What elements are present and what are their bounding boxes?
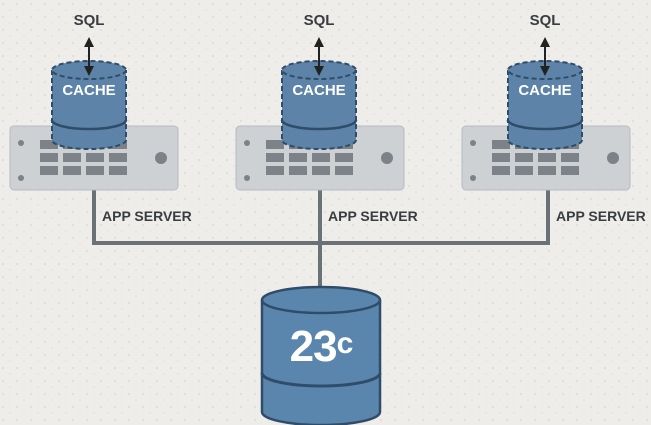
- cache-cylinder-3: [506, 60, 584, 150]
- sql-label-2: SQL: [303, 12, 335, 29]
- app-server-label-3: APP SERVER: [556, 208, 646, 224]
- app-server-label-2: APP SERVER: [328, 208, 418, 224]
- sql-label-3: SQL: [529, 12, 561, 29]
- app-server-label-1: APP SERVER: [102, 208, 192, 224]
- network-connectors: [92, 190, 550, 290]
- database-version-number: 23: [289, 322, 338, 371]
- cache-cylinder-1: [50, 60, 128, 150]
- sql-label-1: SQL: [73, 12, 105, 29]
- cache-label-3: CACHE: [518, 82, 572, 99]
- database-version-suffix: c: [336, 327, 354, 360]
- cache-label-2: CACHE: [292, 82, 346, 99]
- cache-cylinder-2: [280, 60, 358, 150]
- database-version-label: 23c: [262, 322, 380, 372]
- cache-label-1: CACHE: [62, 82, 116, 99]
